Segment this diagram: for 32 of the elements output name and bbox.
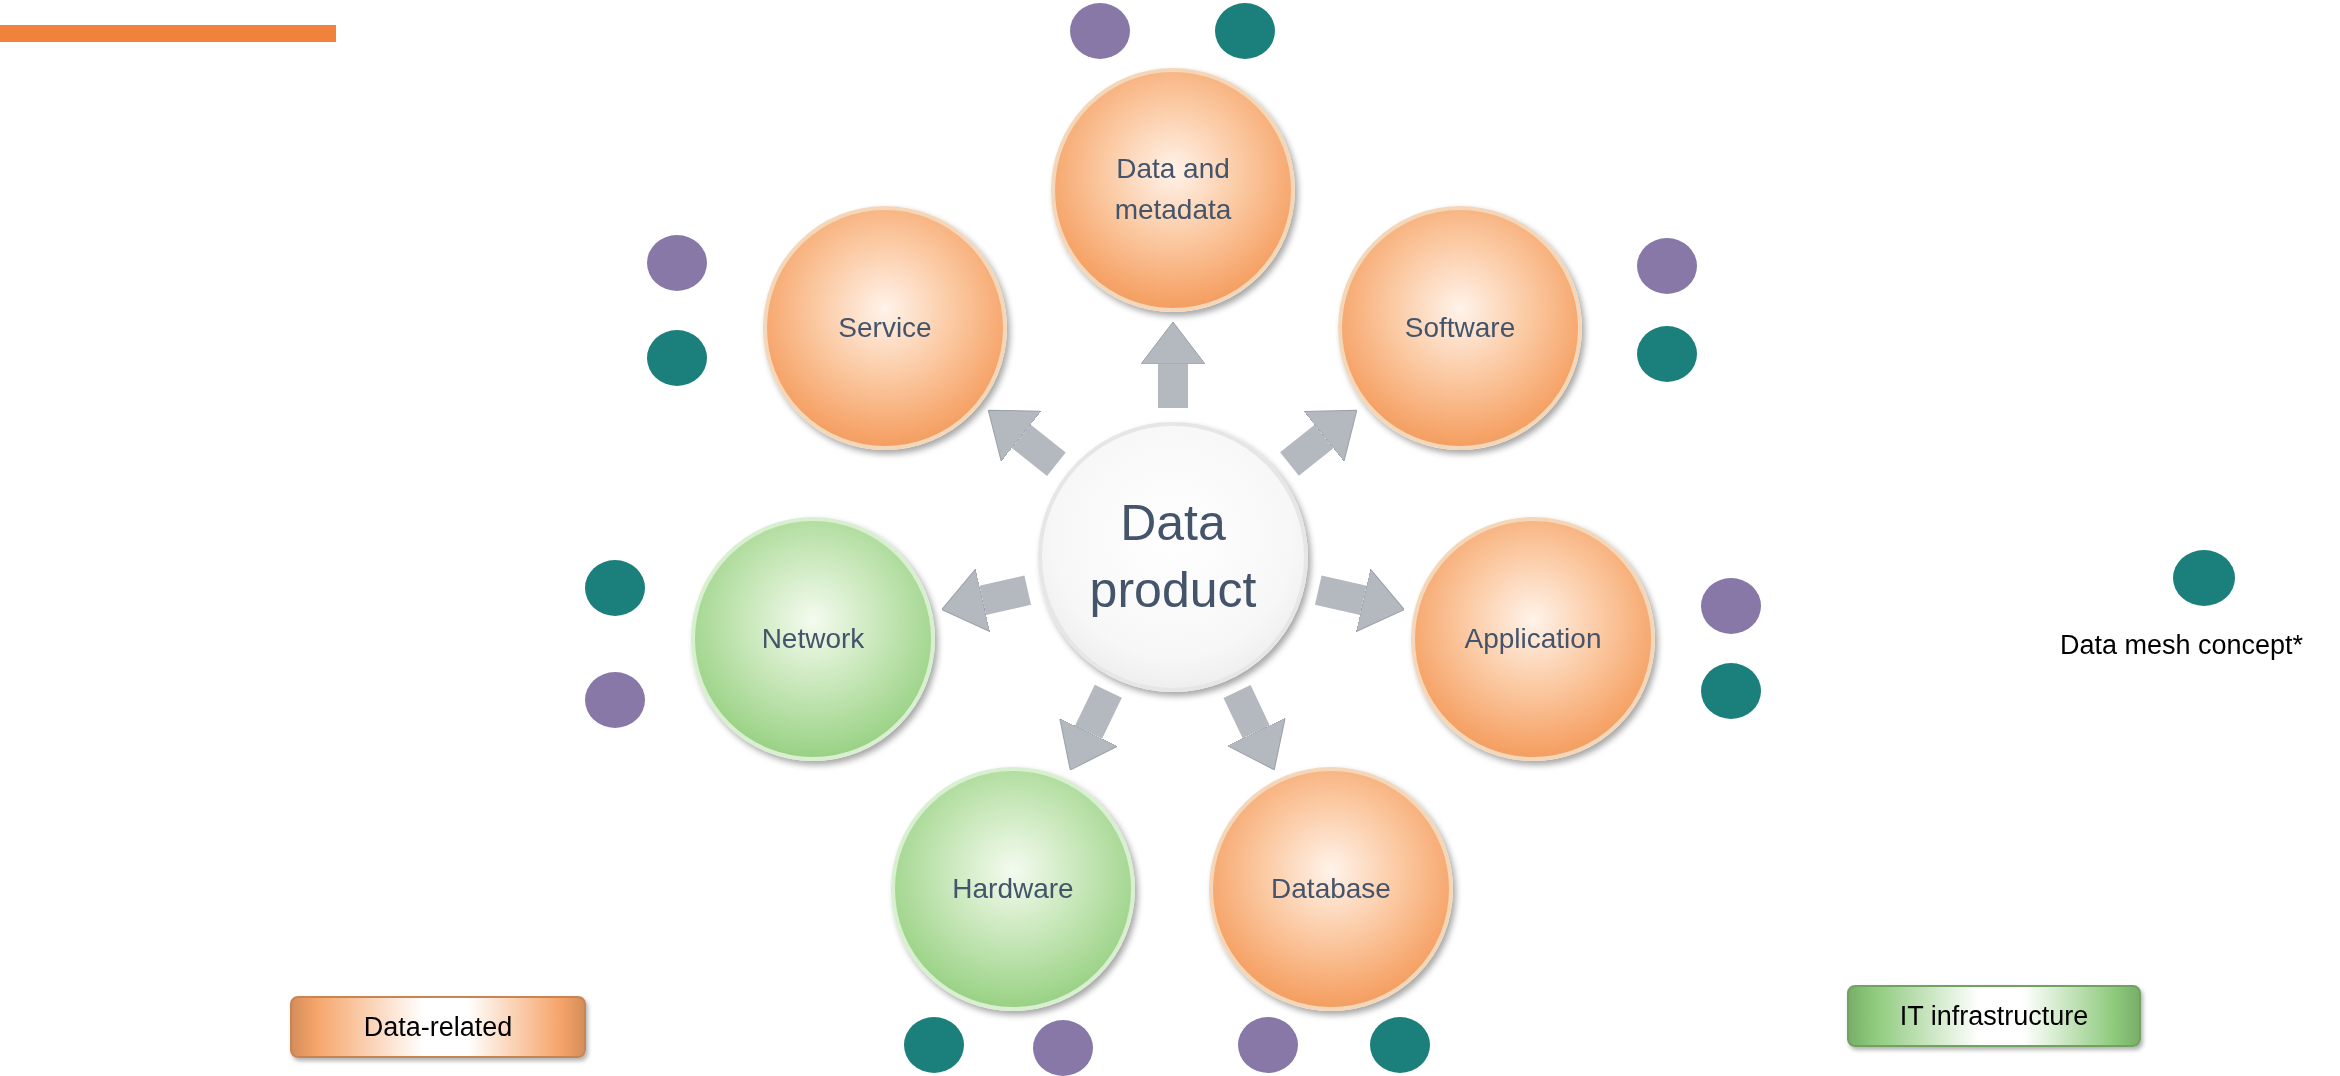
marker-dot bbox=[1701, 663, 1761, 719]
block-arrow bbox=[1280, 409, 1358, 476]
block-arrow bbox=[987, 409, 1066, 476]
node-label: Application bbox=[1463, 621, 1603, 656]
node-label: Hardware bbox=[951, 871, 1075, 906]
marker-dot bbox=[1370, 1017, 1430, 1073]
node-label: Network bbox=[760, 621, 866, 656]
marker-dot bbox=[1637, 326, 1697, 382]
marker-dot bbox=[1070, 3, 1130, 59]
marker-dot bbox=[585, 560, 645, 616]
legend-label: Data-related bbox=[363, 1011, 513, 1043]
block-arrow bbox=[1314, 568, 1405, 633]
marker-dot bbox=[1637, 238, 1697, 294]
block-arrow bbox=[1223, 685, 1286, 771]
marker-dot bbox=[1215, 3, 1275, 59]
marker-dot bbox=[647, 330, 707, 386]
legend-label: Data mesh concept* bbox=[2060, 630, 2304, 661]
legend-label: IT infrastructure bbox=[1899, 1000, 2089, 1032]
marker-dot bbox=[1033, 1020, 1093, 1076]
node-label: Software bbox=[1403, 310, 1517, 345]
node-label: Data product bbox=[1088, 493, 1258, 620]
block-arrow bbox=[1059, 684, 1122, 771]
marker-dot bbox=[1238, 1017, 1298, 1073]
marker-dot bbox=[1701, 578, 1761, 634]
marker-dot bbox=[647, 235, 707, 291]
block-arrow bbox=[1140, 321, 1206, 408]
node-label: Data and metadata bbox=[1113, 152, 1233, 227]
marker-dot bbox=[904, 1017, 964, 1073]
node-label: Service bbox=[837, 310, 933, 345]
node-label: Database bbox=[1270, 871, 1392, 906]
marker-dot bbox=[585, 672, 645, 728]
block-arrow bbox=[941, 568, 1032, 633]
